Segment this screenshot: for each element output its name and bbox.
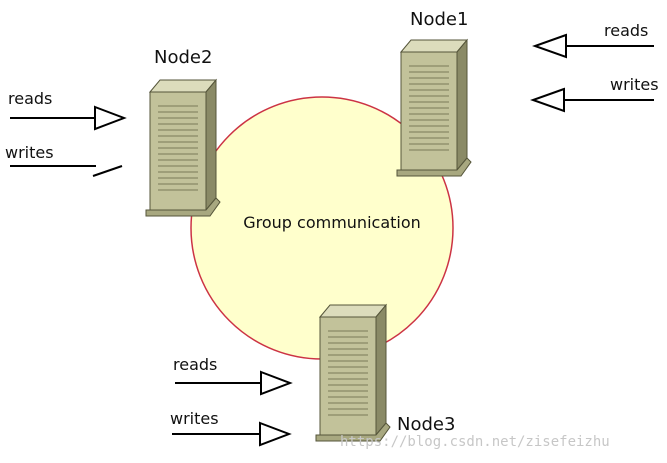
node1-reads-label: reads bbox=[604, 21, 648, 40]
node1-writes-arrow bbox=[530, 87, 654, 113]
node1-label: Node1 bbox=[410, 9, 468, 30]
node2-writes-arrow bbox=[10, 165, 123, 177]
node3-writes-arrow bbox=[172, 421, 292, 447]
node2-writes-label: writes bbox=[5, 143, 54, 162]
node2-server-icon bbox=[145, 79, 221, 217]
node3-label: Node3 bbox=[397, 414, 455, 435]
node3-writes-label: writes bbox=[170, 409, 219, 428]
node2-reads-arrow bbox=[10, 105, 127, 131]
node2-reads-label: reads bbox=[8, 89, 52, 108]
node1-writes-label: writes bbox=[610, 75, 659, 94]
node3-reads-label: reads bbox=[173, 355, 217, 374]
node1-reads-arrow bbox=[532, 33, 654, 59]
node3-reads-arrow bbox=[175, 370, 293, 396]
node3-server-icon bbox=[315, 304, 391, 442]
node2-label: Node2 bbox=[154, 47, 212, 68]
center-label: Group communication bbox=[243, 213, 421, 232]
node1-server-icon bbox=[396, 39, 472, 177]
watermark: https://blog.csdn.net/zisefeizhu bbox=[340, 434, 610, 450]
